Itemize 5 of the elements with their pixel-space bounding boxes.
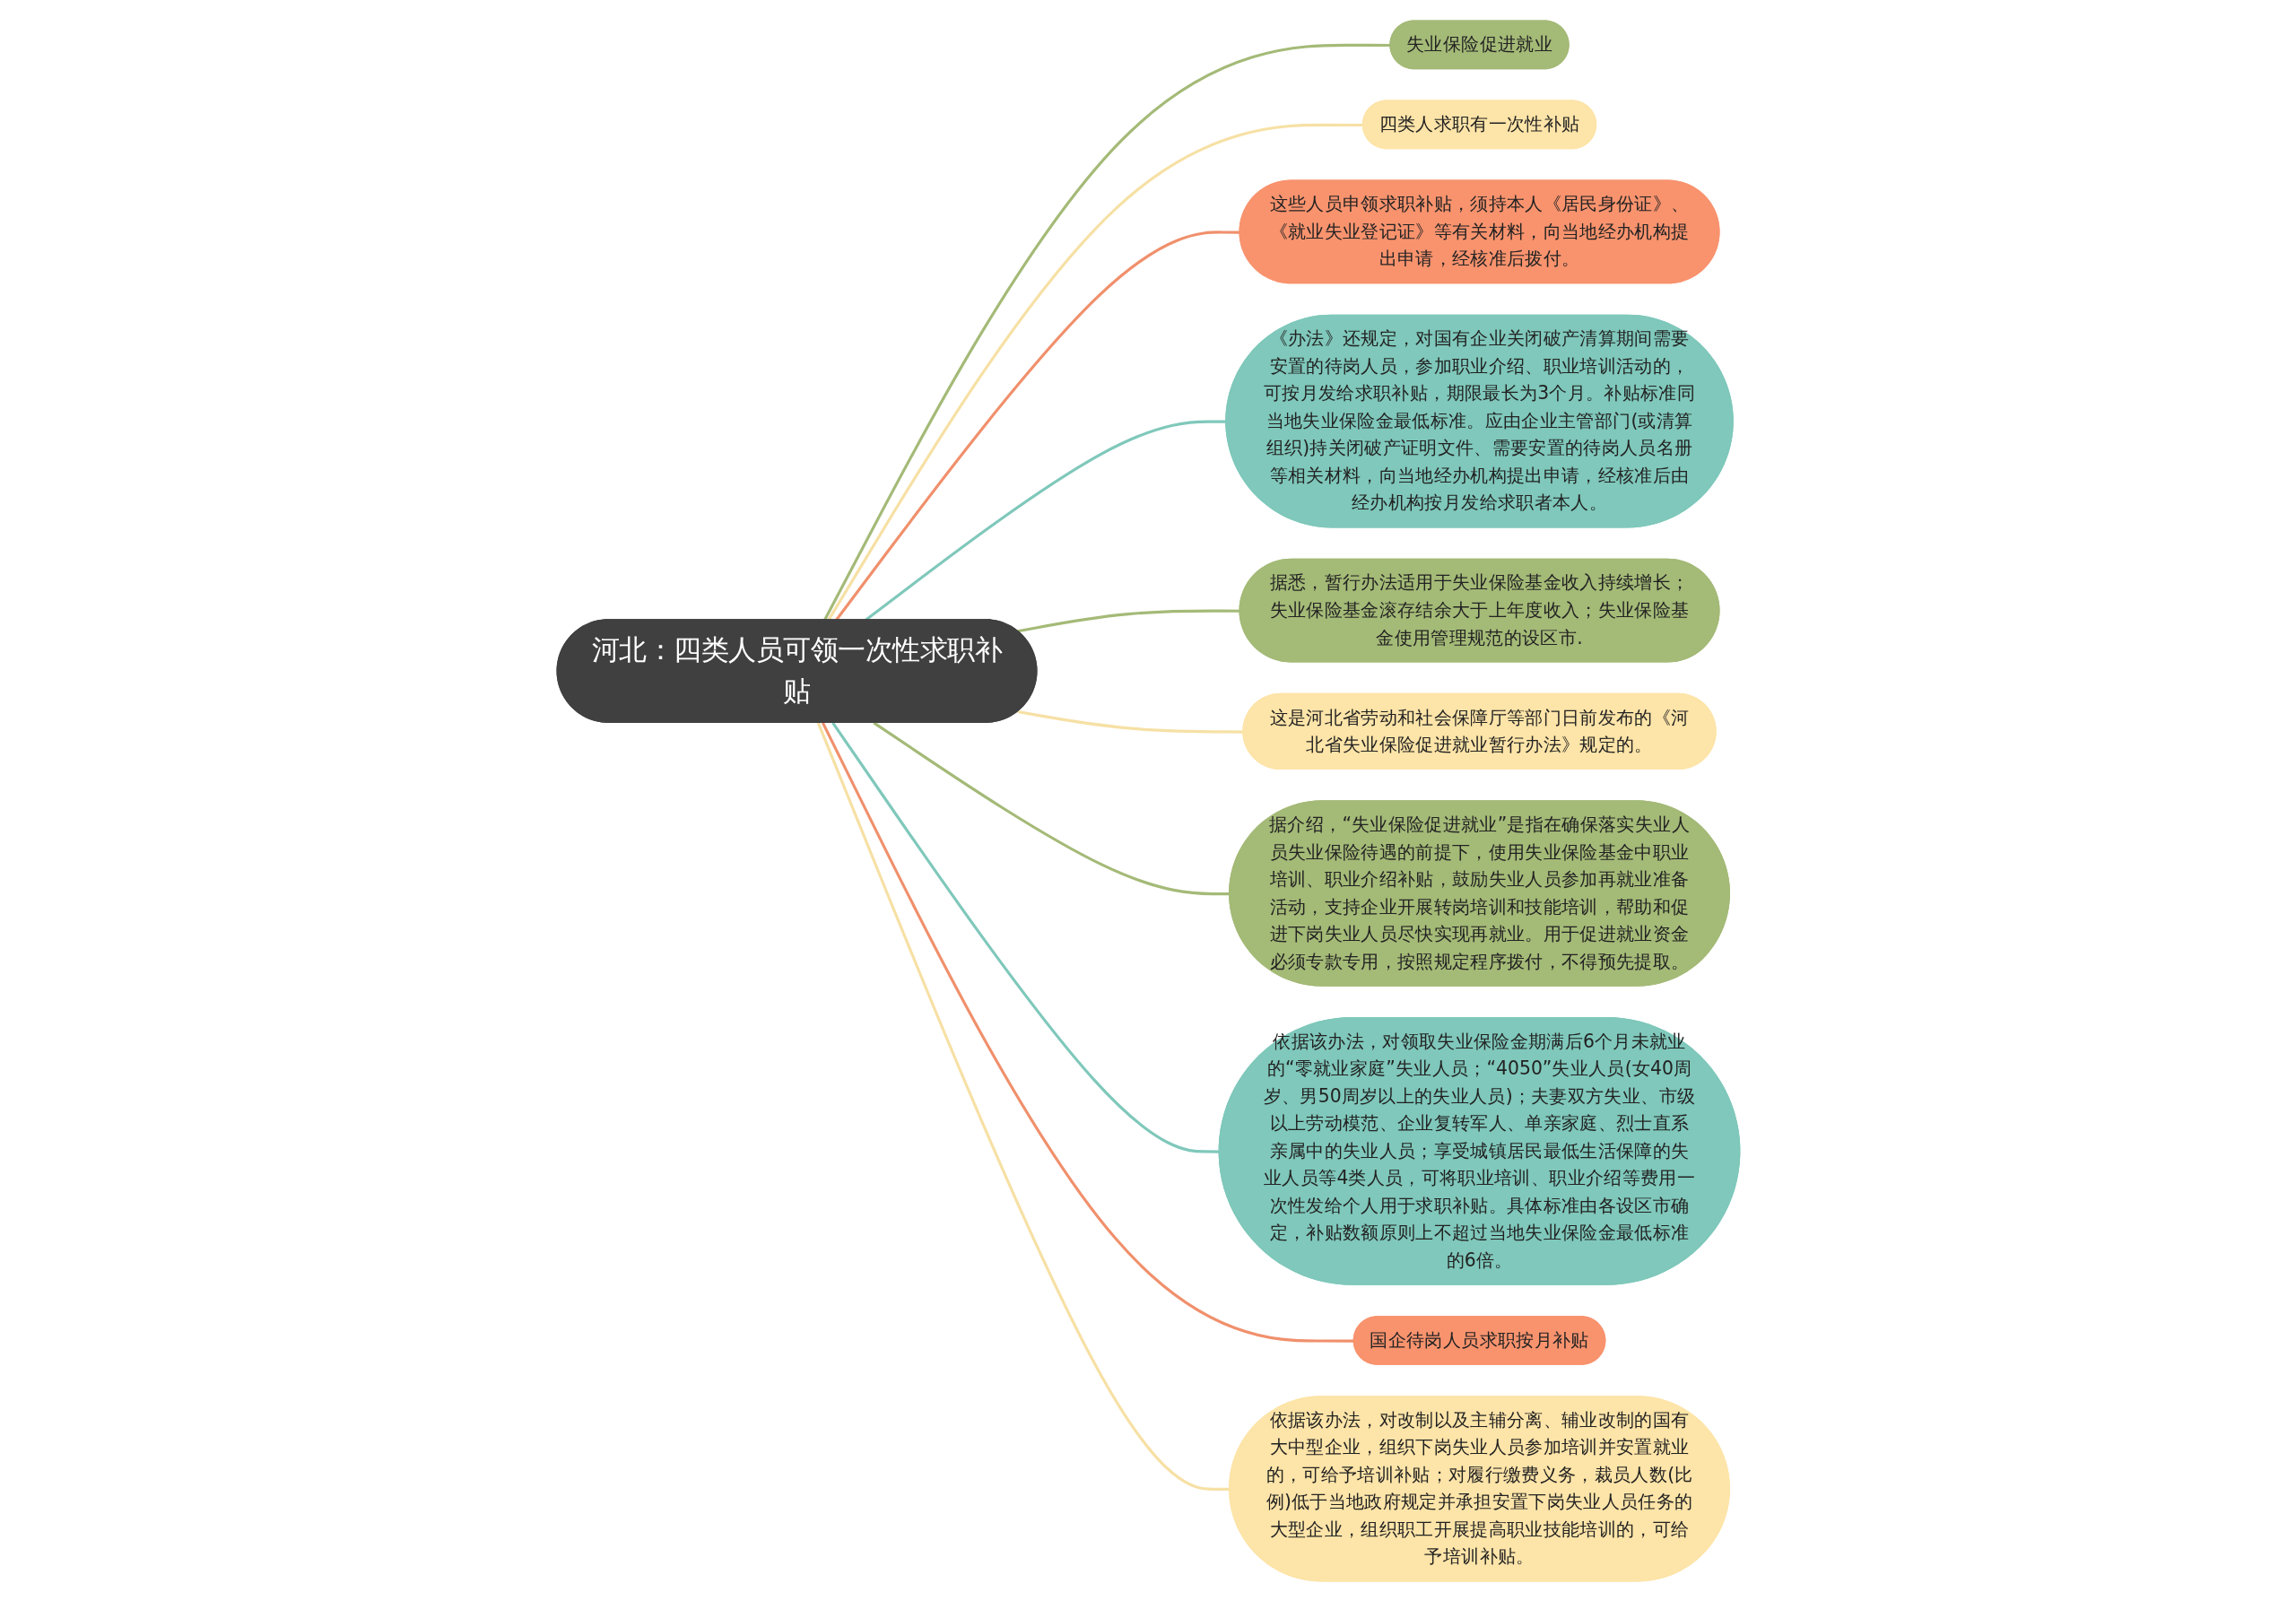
connector <box>816 721 1230 1491</box>
connector <box>827 123 1363 621</box>
connector <box>873 721 1230 895</box>
connector <box>1017 709 1244 734</box>
connector <box>821 721 1354 1343</box>
